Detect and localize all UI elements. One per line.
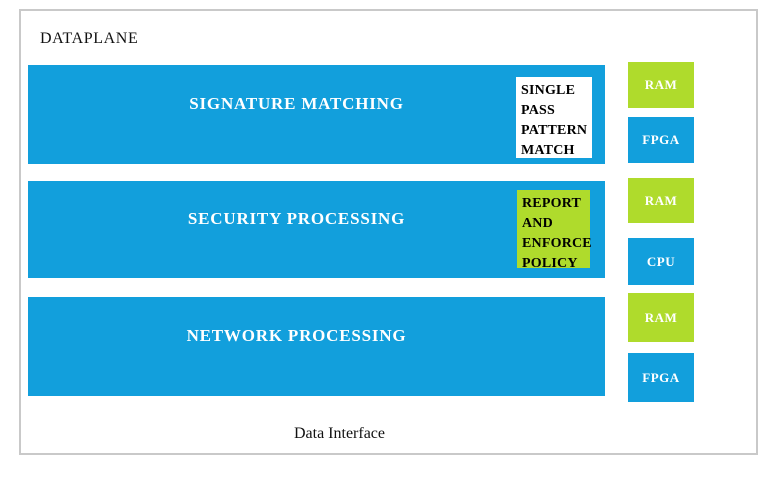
chip-fpga-1: FPGA	[628, 117, 694, 163]
chip-ram-3: RAM	[628, 293, 694, 342]
inset-line: PATTERN	[521, 123, 588, 138]
bar-security-processing-label: SECURITY PROCESSING	[187, 208, 406, 228]
chip-label: RAM	[644, 192, 678, 208]
chip-label: RAM	[644, 77, 678, 92]
chip-fpga-2: FPGA	[628, 353, 694, 402]
bar-signature-matching: SIGNATURE MATCHING	[28, 65, 605, 164]
chip-ram-1: RAM	[628, 62, 694, 108]
chip-label: CPU	[646, 253, 676, 269]
inset-line: PASS	[521, 103, 555, 118]
bar-signature-matching-label: SIGNATURE MATCHING	[189, 93, 404, 113]
chip-label: RAM	[644, 309, 678, 325]
chip-ram-2: RAM	[628, 178, 694, 223]
chip-label: FPGA	[642, 132, 680, 147]
bar-security-processing: SECURITY PROCESSING	[28, 181, 605, 278]
inset-line: REPORT	[522, 196, 582, 211]
inset-line: SINGLE	[521, 83, 576, 98]
data-interface-label: Data Interface	[293, 425, 386, 442]
bar-network-processing: NETWORK PROCESSING	[28, 297, 605, 396]
chip-cpu: CPU	[628, 238, 694, 285]
inset-line: AND	[522, 216, 553, 231]
inset-line: ENFORCE	[522, 236, 592, 251]
single-pass-pattern-match-box: SINGLE PASS PATTERN MATCH	[516, 77, 592, 158]
inset-line: POLICY	[522, 256, 578, 271]
chip-label: FPGA	[642, 369, 680, 385]
bar-network-processing-label: NETWORK PROCESSING	[186, 325, 407, 345]
inset-line: MATCH	[521, 143, 575, 158]
report-and-enforce-policy-box: REPORT AND ENFORCE POLICY	[517, 190, 592, 271]
dataplane-title: DATAPLANE	[40, 30, 139, 47]
